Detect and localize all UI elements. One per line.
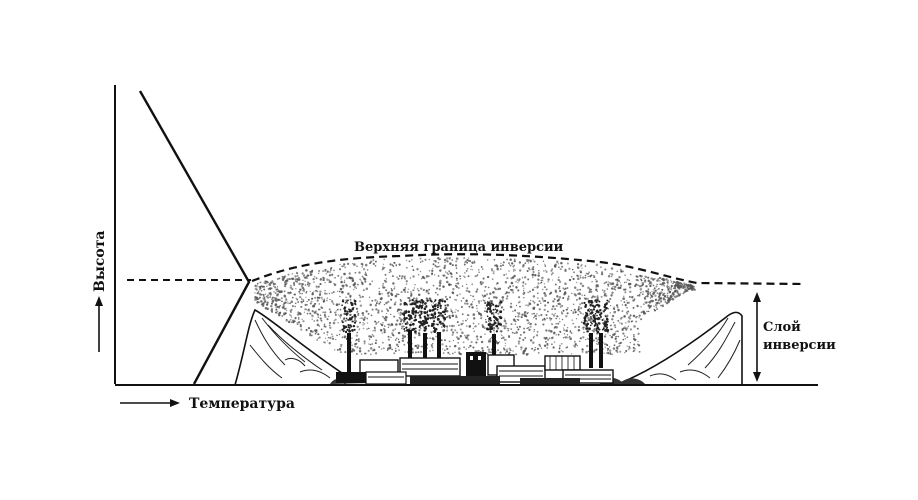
arrow-head-icon [170, 399, 180, 407]
axes [114, 85, 818, 386]
upper-inversion-boundary [251, 253, 806, 286]
arrow-head-icon [95, 296, 103, 306]
upper-boundary-label: Верхняя граница инверсии [354, 240, 564, 255]
arrow-down-icon [753, 372, 761, 382]
y-axis-label: Высота [92, 231, 108, 292]
right-hill [614, 311, 743, 386]
smog-layer [254, 256, 696, 356]
temperature-profile-line [138, 90, 251, 385]
layer-thickness-marker [753, 292, 761, 382]
arrow-up-icon [753, 292, 761, 302]
x-axis-label: Температура [189, 396, 295, 412]
left-hill [233, 308, 346, 386]
layer-label-line2: инверсии [763, 338, 836, 353]
layer-label-line1: Слой [763, 320, 801, 335]
y-axis-label-group: Высота [92, 231, 108, 352]
industrial-city [330, 330, 645, 385]
x-axis-label-group: Температура [120, 396, 295, 412]
